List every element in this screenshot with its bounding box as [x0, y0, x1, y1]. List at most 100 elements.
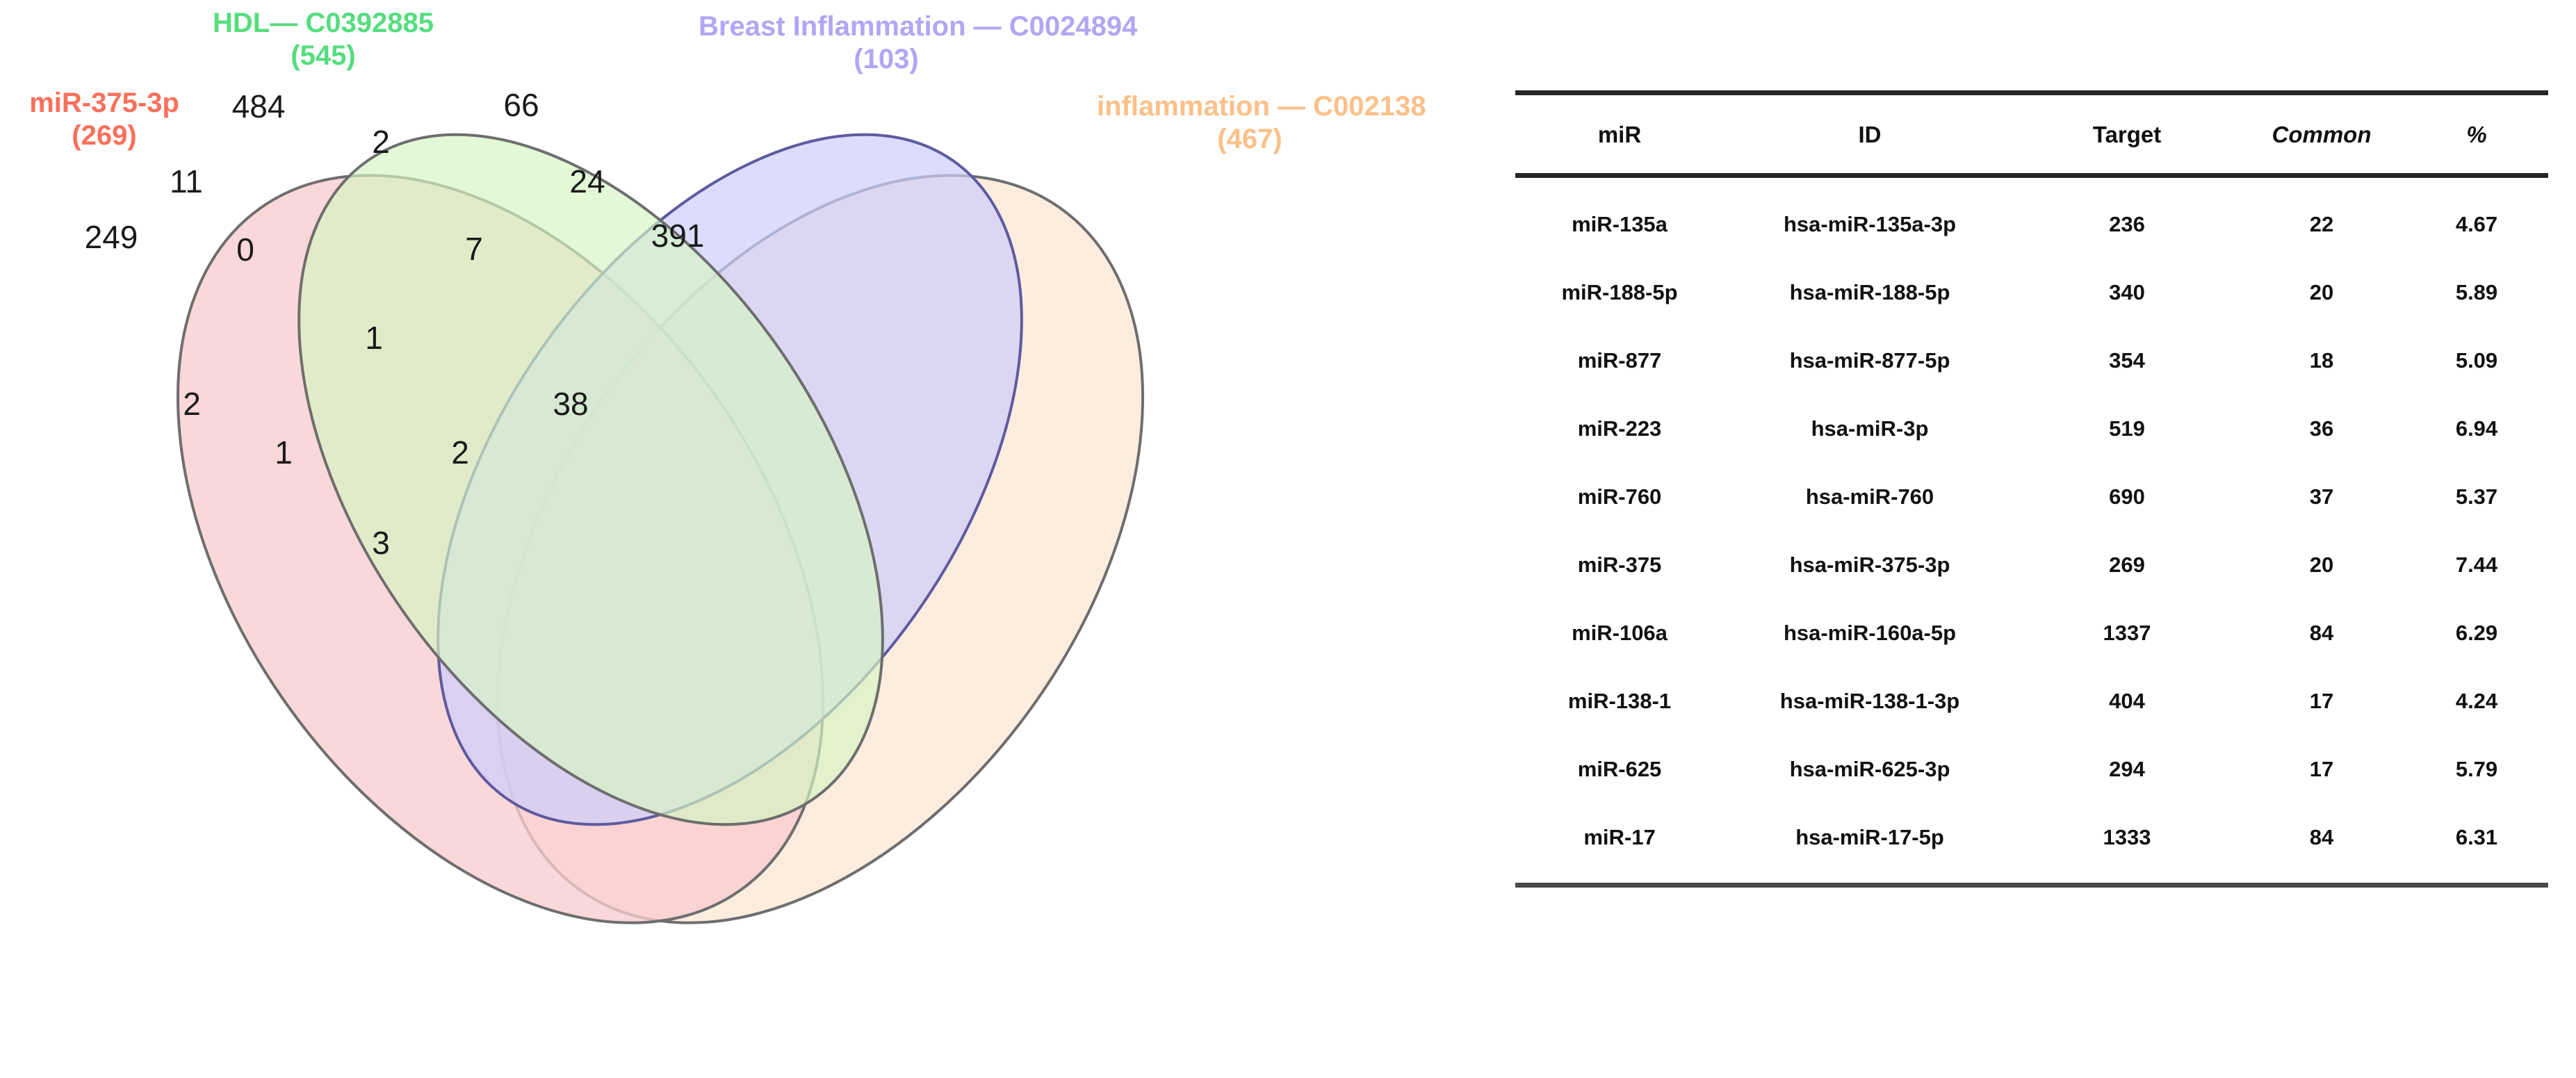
venn-set-label-mir375: miR-375-3p (269)	[0, 87, 209, 152]
cell-percent: 5.89	[2455, 280, 2498, 304]
venn-set-label-inflammation: inflammation — C002138 (467)	[1097, 90, 1458, 156]
table-row: miR-106a hsa-miR-160a-5p 1337 84 6.29	[1515, 599, 2548, 667]
cell-percent: 6.31	[2405, 803, 2548, 888]
cell-common: 17	[2309, 757, 2334, 781]
venn-count-ABC: 0	[236, 231, 254, 268]
table-row: miR-760 hsa-miR-760 690 37 5.37	[1515, 463, 2548, 531]
table-header-row: miR ID Target Common %	[1515, 90, 2548, 178]
venn-count-D-only: 391	[651, 218, 705, 254]
cell-id: hsa-miR-135a-3p	[1783, 212, 1957, 236]
cell-target: 519	[2109, 416, 2145, 441]
cell-percent: 5.09	[2455, 348, 2498, 373]
cell-percent: 6.29	[2455, 621, 2498, 645]
cell-target: 269	[2109, 553, 2145, 577]
cell-common: 84	[2238, 803, 2405, 888]
cell-id: hsa-miR-188-5p	[1789, 280, 1950, 304]
cell-percent: 4.67	[2455, 212, 2498, 236]
cell-id: hsa-miR-760	[1805, 484, 1934, 509]
venn-count-C-only: 66	[503, 87, 539, 123]
cell-target: 354	[2109, 348, 2145, 373]
cell-id: hsa-miR-138-1-3p	[1779, 689, 1960, 713]
cell-target: 340	[2109, 280, 2145, 304]
cell-target: 404	[2109, 689, 2145, 713]
cell-mir: miR-375	[1577, 553, 1662, 577]
col-header-mir: miR	[1515, 90, 1724, 178]
cell-percent: 5.79	[2455, 757, 2498, 781]
cell-mir: miR-625	[1577, 757, 1662, 781]
col-header-target: Target	[2016, 90, 2238, 178]
venn-count-AD: 3	[372, 525, 390, 561]
venn-set-label-hdl-name: HDL— C0392885	[213, 8, 434, 38]
col-header-percent: %	[2405, 90, 2548, 178]
cell-mir: miR-106a	[1572, 621, 1668, 645]
venn-count-ACD: 2	[451, 434, 469, 471]
table-row: miR-223 hsa-miR-3p 519 36 6.94	[1515, 395, 2548, 463]
venn-set-label-breast-name: Breast Inflammation — C0024894	[699, 11, 1138, 42]
cell-common: 20	[2309, 280, 2334, 304]
cell-common: 84	[2309, 621, 2334, 645]
venn-count-AC: 2	[183, 386, 201, 422]
venn-count-AB: 11	[170, 163, 203, 199]
venn-diagram-svg: 249 484 66 391 11 2 24 2 38 3 0 7 1 2 1	[85, 87, 1145, 924]
cell-common: 18	[2309, 348, 2334, 373]
cell-common: 37	[2309, 484, 2334, 509]
cell-mir: miR-877	[1577, 348, 1662, 373]
cell-id: hsa-miR-160a-5p	[1783, 621, 1957, 645]
col-header-common: Common	[2238, 90, 2405, 178]
cell-mir: miR-135a	[1572, 212, 1668, 236]
cell-common: 17	[2309, 689, 2334, 713]
cell-common: 20	[2309, 553, 2334, 577]
venn-count-BD: 38	[553, 386, 588, 422]
venn-set-label-hdl-count: (545)	[291, 40, 356, 72]
table-row: miR-135a hsa-miR-135a-3p 236 22 4.67	[1515, 176, 2548, 259]
venn-count-BC: 2	[372, 124, 390, 160]
cell-id: hsa-miR-17-5p	[1724, 803, 2016, 888]
cell-id: hsa-miR-3p	[1811, 416, 1929, 441]
venn-count-BCD: 7	[465, 231, 483, 267]
cell-mir: miR-188-5p	[1561, 280, 1678, 304]
cell-target: 690	[2109, 484, 2145, 509]
table-row: miR-138-1 hsa-miR-138-1-3p 404 17 4.24	[1515, 667, 2548, 735]
table-row: miR-625 hsa-miR-625-3p 294 17 5.79	[1515, 735, 2548, 803]
mir-summary-table: miR ID Target Common % miR-135a hsa-miR-1…	[1515, 90, 2548, 888]
venn-set-label-breast-inflammation: Breast Inflammation — C0024894 (103)	[699, 10, 1137, 76]
cell-mir: miR-223	[1577, 416, 1662, 441]
table-head: miR ID Target Common %	[1515, 90, 2548, 178]
cell-common: 36	[2309, 416, 2334, 441]
cell-target: 294	[2109, 757, 2145, 781]
venn-set-label-breast-count: (103)	[854, 44, 919, 75]
venn-set-label-inflammation-count: (467)	[1217, 124, 1282, 155]
cell-mir: miR-17	[1515, 803, 1724, 888]
venn-diagram-panel: 249 484 66 391 11 2 24 2 38 3 0 7 1 2 1 …	[0, 7, 1458, 924]
table-row: miR-188-5p hsa-miR-188-5p 340 20 5.89	[1515, 259, 2548, 327]
cell-mir: miR-138-1	[1567, 689, 1672, 713]
cell-id: hsa-miR-877-5p	[1789, 348, 1950, 373]
venn-set-label-inflammation-name: inflammation — C002138	[1097, 91, 1426, 122]
cell-target: 236	[2109, 212, 2145, 236]
venn-count-ABD: 1	[275, 434, 293, 471]
cell-id: hsa-miR-375-3p	[1789, 553, 1950, 577]
table-body: miR-135a hsa-miR-135a-3p 236 22 4.67 miR-188-…	[1515, 176, 2548, 888]
venn-set-label-hdl: HDL— C0392885 (545)	[177, 7, 469, 72]
venn-count-A-only: 249	[85, 219, 138, 255]
venn-count-ABCD: 1	[365, 320, 383, 356]
venn-count-CD: 24	[569, 163, 605, 199]
cell-id: hsa-miR-625-3p	[1789, 757, 1950, 781]
venn-set-label-mir375-count: (269)	[72, 120, 137, 152]
venn-set-label-mir375-name: miR-375-3p	[29, 88, 179, 118]
cell-percent: 6.94	[2455, 416, 2498, 441]
col-header-id: ID	[1724, 90, 2016, 178]
mir-summary-table-panel: miR ID Target Common % miR-135a hsa-miR-1…	[1515, 90, 2548, 888]
cell-target: 1333	[2016, 803, 2238, 888]
venn-ellipse-hdl	[297, 133, 884, 826]
venn-count-B-only: 484	[232, 88, 286, 124]
cell-percent: 5.37	[2455, 484, 2498, 509]
cell-target: 1337	[2103, 621, 2151, 645]
cell-common: 22	[2309, 212, 2334, 236]
cell-percent: 7.44	[2455, 553, 2498, 577]
cell-mir: miR-760	[1577, 484, 1662, 509]
table-row: miR-877 hsa-miR-877-5p 354 18 5.09	[1515, 327, 2548, 395]
cell-percent: 4.24	[2455, 689, 2498, 713]
table-row: miR-375 hsa-miR-375-3p 269 20 7.44	[1515, 531, 2548, 599]
